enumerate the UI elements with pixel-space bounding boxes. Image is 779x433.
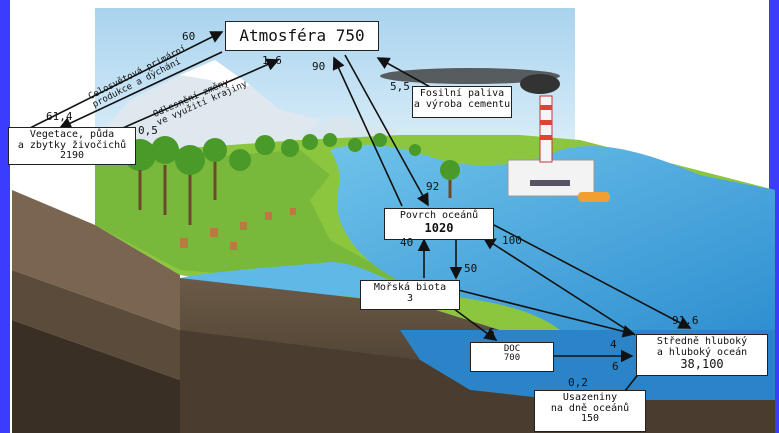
factory-building [507,159,595,197]
vegetation-line1: Vegetace, půda [29,129,115,140]
arrow-landuse [99,58,280,139]
arrow-surface-to-deep [493,224,692,329]
box-sediment: Usazeniny na dně oceánů 150 [534,390,646,432]
deep-ocean-line1: Středně hluboký [656,336,748,347]
arrow-atm-to-ocean [344,54,429,207]
flow-90: 90 [312,60,326,73]
sediment-line1: Usazeniny [562,392,618,403]
vegetation-value: 2190 [59,150,85,161]
flow-6-doc: 6 [488,326,495,339]
flow-40: 40 [400,236,414,249]
block-left-face [12,190,180,330]
mountain-snow [180,60,250,90]
left-border [0,0,10,433]
flow-92: 92 [426,180,440,193]
doc-label: DOC [503,344,521,354]
box-surface-ocean: Povrch oceánů 1020 [384,208,494,240]
smoke-plume [380,68,560,84]
flow-91-6: 91.6 [672,314,699,327]
flow-100: 100 [502,234,522,247]
surface-ocean-value: 1020 [424,220,454,235]
flow-50: 50 [464,262,478,275]
doc-value: 700 [503,353,521,364]
flow-0-5: 0,5 [138,124,158,137]
flow-1-6: 1,6 [262,54,282,67]
smoke-source [520,74,560,94]
marine-biota-value: 3 [406,292,414,304]
land-forest [95,150,420,290]
surface-ocean-label: Povrch oceánů [399,210,479,221]
sediment-line2: na dně oceánů [550,402,630,414]
box-fossil: Fosilní paliva a výroba cementu [412,86,512,118]
box-deep-ocean: Středně hluboký a hluboký oceán 38,100 [636,334,768,376]
vegetation-line2: a zbytky živočichů [17,139,127,151]
arrow-ocean-to-atm [332,56,403,207]
flow-0-2: 0,2 [568,376,588,389]
mountain-left [95,60,320,160]
deep-ocean-value: 38,100 [680,357,724,371]
atmosphere-label: Atmosféra 750 [239,26,365,45]
factory-chimney [539,95,553,163]
fossil-line2: a výroba cementu [413,98,511,110]
flow-4: 4 [610,338,617,351]
marine-biota-label: Mořská biota [373,282,447,293]
chimney-stripe-1 [540,105,552,110]
car [578,192,610,202]
block-bottom-left [12,320,180,433]
arrow-respiration [58,51,223,130]
factory-windows [530,180,570,186]
fossil-line1: Fosilní paliva [419,88,505,99]
arrow-fossil [376,57,433,89]
arrow-biota-to-deep [457,289,636,338]
deep-ocean-line2: a hluboký oceán [656,346,748,358]
chimney-stripe-2 [540,120,552,125]
arrow-production [29,31,224,129]
flow-60: 60 [182,30,196,43]
flow-5-5: 5,5 [390,80,410,93]
box-marine-biota: Mořská biota 3 [360,280,460,310]
box-vegetation: Vegetace, půda a zbytky živočichů 2190 [8,127,136,165]
chimney-stripe-3 [540,135,552,140]
flow-61-4: 61,4 [46,110,73,123]
tree-trunks [138,162,452,225]
arrow-deep-to-surface [482,237,636,336]
tree-stumps [180,208,296,250]
box-atmosphere: Atmosféra 750 [225,21,379,51]
box-doc: DOC 700 [470,342,554,372]
trees-group [124,133,460,180]
sediment-value: 150 [580,413,600,424]
flow-6-deep: 6 [612,360,619,373]
block-left-lower [12,270,180,380]
